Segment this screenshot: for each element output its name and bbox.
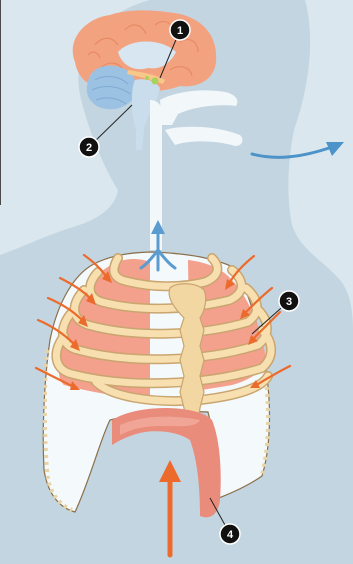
callout-4: 4	[220, 524, 240, 544]
respiratory-nucleus	[152, 78, 159, 85]
callout-4-label: 4	[227, 529, 234, 541]
callout-2-label: 2	[86, 142, 92, 154]
respiratory-nucleus-small	[145, 76, 149, 80]
callout-1-label: 1	[177, 25, 183, 37]
callout-1: 1	[170, 20, 190, 40]
callout-2: 2	[79, 137, 99, 157]
callout-3: 3	[279, 291, 299, 311]
callout-3-label: 3	[286, 296, 292, 308]
